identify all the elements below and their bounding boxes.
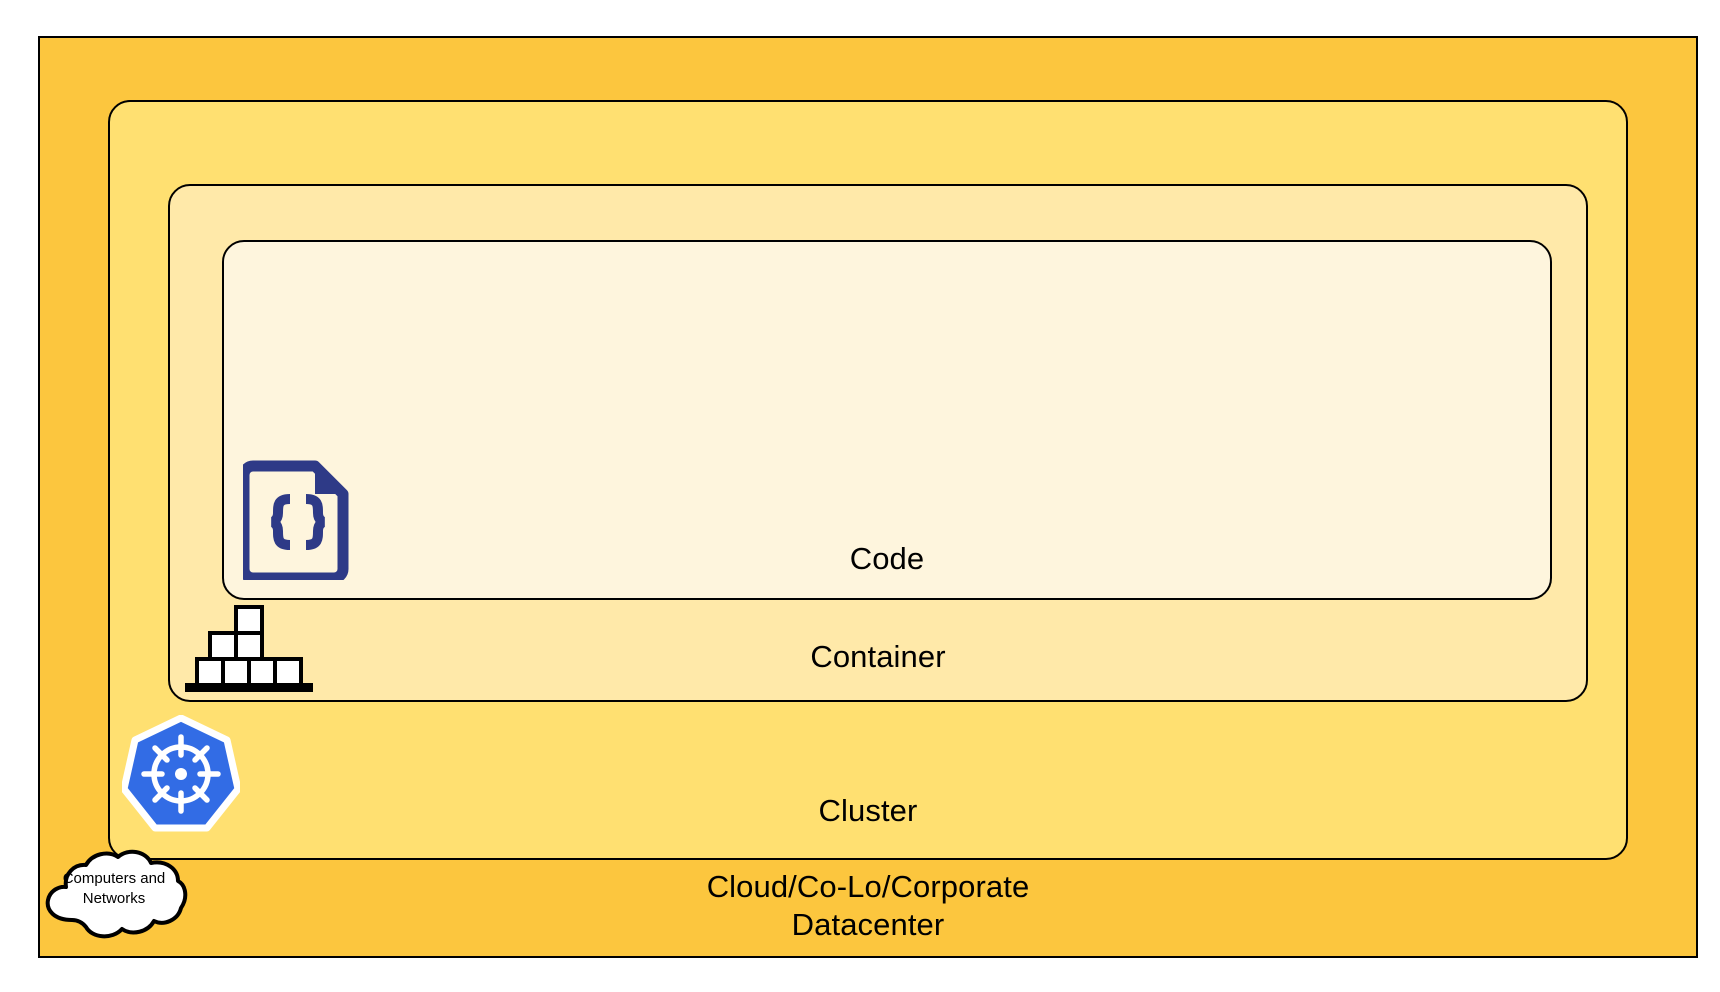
layer-label-datacenter: Cloud/Co-Lo/Corporate Datacenter bbox=[706, 869, 1030, 942]
layer-label-container: Container bbox=[810, 639, 946, 674]
layer-label-code: Code bbox=[849, 541, 925, 576]
layer-code[interactable] bbox=[222, 240, 1552, 600]
json-document-icon bbox=[238, 455, 353, 584]
computers-and-networks-cloud[interactable] bbox=[38, 848, 190, 940]
layer-label-cluster: Cluster bbox=[818, 793, 918, 828]
kubernetes-helm-icon bbox=[120, 714, 242, 833]
stacked-blocks-icon bbox=[183, 605, 315, 693]
